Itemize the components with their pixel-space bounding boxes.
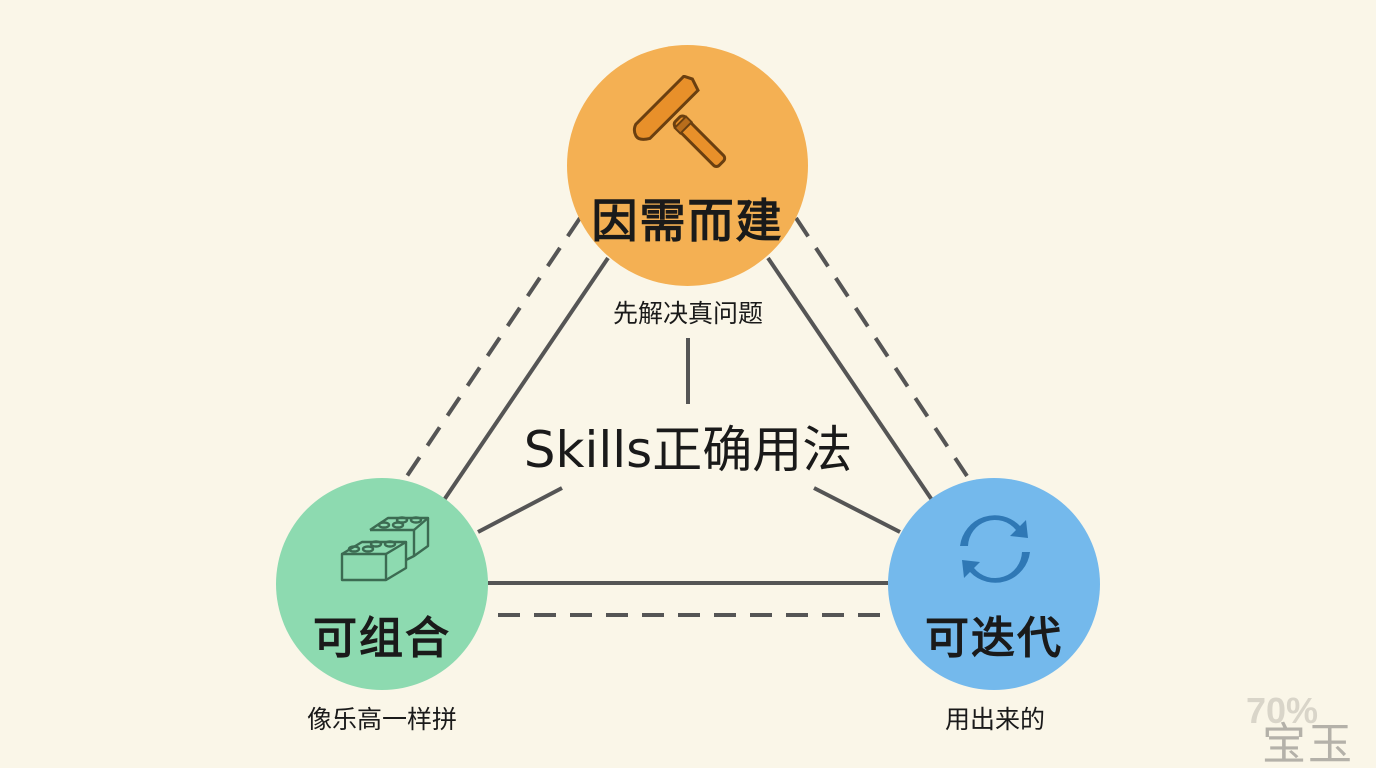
dashed-edge-top-right	[794, 216, 969, 478]
node-iterable: 可迭代	[888, 478, 1100, 690]
node-build-on-demand: 因需而建	[567, 45, 808, 286]
dashed-edge-top-left	[405, 216, 582, 478]
watermark: 70% 宝玉	[1240, 690, 1360, 768]
refresh-cycle-icon	[954, 508, 1036, 590]
center-title: Skills正确用法	[523, 421, 853, 479]
caption-left: 像乐高一样拼	[306, 705, 457, 734]
caption-right: 用出来的	[944, 705, 1045, 734]
solid-edge-top-left	[442, 256, 610, 502]
spoke-left	[477, 486, 563, 534]
node-title-left: 可组合	[313, 613, 451, 664]
lego-bricks-icon	[336, 496, 431, 591]
hammer-icon	[631, 74, 741, 175]
node-composable: 可组合	[276, 478, 488, 690]
node-title-top: 因需而建	[591, 194, 784, 248]
spoke-right	[813, 486, 901, 534]
solid-edge-top-right	[766, 256, 934, 502]
watermark-text: 宝玉	[1262, 719, 1354, 768]
caption-top: 先解决真问题	[612, 299, 763, 328]
node-title-right: 可迭代	[925, 613, 1063, 664]
watermark-percent: 70%	[1246, 690, 1319, 731]
